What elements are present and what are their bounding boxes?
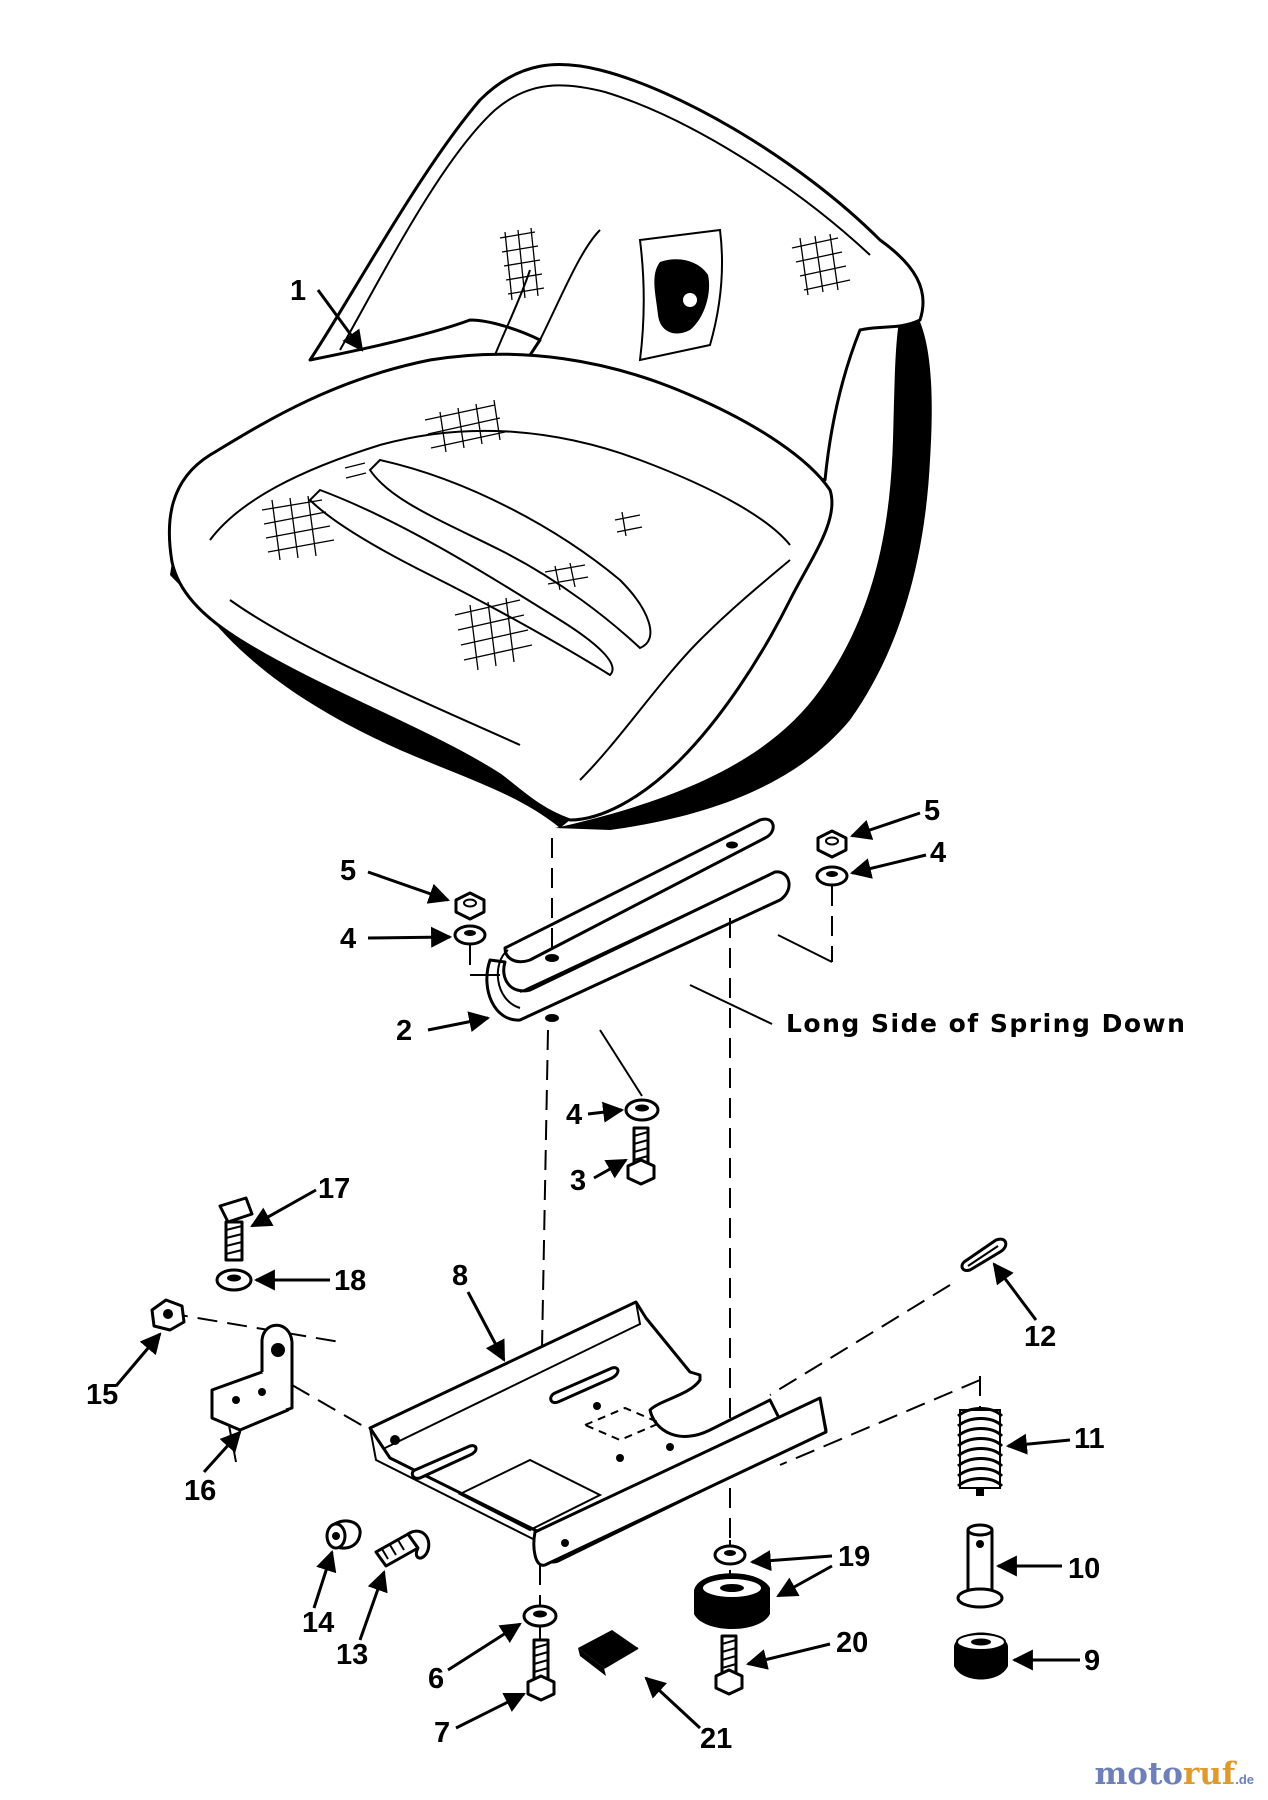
seat-texture [261,227,851,671]
seat-shell-bottom [170,562,570,828]
callout-label-4-right: 4 [930,837,946,869]
watermark-brand-a: moto [1094,1756,1183,1792]
seat-cushion [167,352,834,822]
seat-backrest [308,62,925,482]
callout-label-5-left: 5 [340,855,356,887]
watermark: motoruf.de [1095,1756,1255,1792]
lock-washer-right [815,865,849,887]
callout-label-11: 11 [1074,1423,1105,1455]
callout-label-21: 21 [700,1723,732,1755]
callout-label-8: 8 [452,1260,468,1292]
pivot-bracket [210,1323,294,1432]
shoulder-bolt [374,1529,431,1568]
callout-label-3: 3 [570,1165,586,1197]
callout-label-10: 10 [1068,1553,1100,1585]
callout-label-18: 18 [334,1265,366,1297]
callout-label-14: 14 [302,1607,334,1639]
lock-washer-left [453,924,487,946]
seat-shell-side [555,300,932,830]
seat-spring [485,817,791,1022]
callout-label-15: 15 [86,1379,118,1411]
callout-label-9: 9 [1084,1645,1100,1677]
seat-base-plate [368,1300,828,1567]
seat-logo-panel [638,228,723,362]
spring-orientation-note: Long Side of Spring Down [786,1009,1186,1038]
cap-screw [626,1126,656,1186]
spacer [325,1519,362,1550]
seat-logo-mark [654,259,710,334]
seat [167,62,932,830]
watermark-brand-b: ruf [1182,1756,1236,1792]
callout-label-12: 12 [1024,1321,1056,1353]
callout-label-13: 13 [336,1639,368,1671]
hex-screw-20 [714,1634,744,1696]
flat-washer-bottom [522,1604,558,1628]
rubber-bumper [694,1573,770,1629]
hex-nut-right [816,829,848,859]
rubber-pad [578,1630,639,1676]
hex-nut-left [454,891,486,921]
hex-screw-bottom [526,1638,556,1702]
cotter-pin [960,1237,1008,1272]
callout-label-7: 7 [434,1717,450,1749]
callout-label-2: 2 [396,1015,412,1047]
coil-spring [957,1407,1004,1496]
callout-label-5-right: 5 [924,795,940,827]
watermark-suffix: .de [1235,1772,1254,1787]
flat-washer-left [215,1268,253,1292]
callout-label-4-lower: 4 [566,1099,582,1131]
callout-label-6: 6 [428,1663,444,1695]
callout-label-4-left: 4 [340,923,356,955]
callout-label-1: 1 [290,275,306,307]
adjuster-knob [954,1632,1008,1680]
clevis-pin [956,1523,1004,1609]
washer-19 [713,1544,747,1566]
callout-label-19: 19 [838,1541,870,1573]
callout-label-17: 17 [318,1173,350,1205]
callout-label-20: 20 [836,1627,868,1659]
lock-washer-lower [624,1098,660,1122]
hex-nut-pivot [150,1298,186,1332]
flange-bolt [218,1196,254,1262]
callout-label-16: 16 [184,1475,216,1507]
